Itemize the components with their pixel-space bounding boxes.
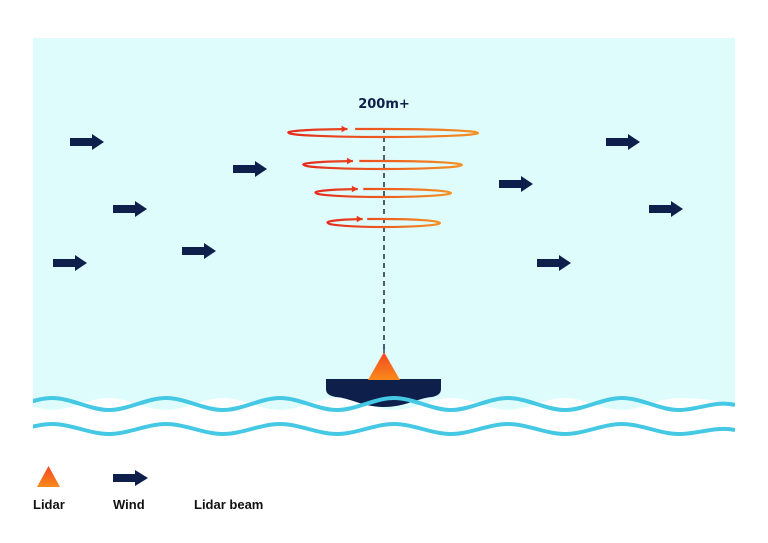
wind-arrow-icon bbox=[606, 134, 640, 150]
wind-arrow-icon bbox=[499, 176, 533, 192]
beam-direction-arrowhead bbox=[356, 215, 363, 223]
wind-arrow-icon bbox=[53, 255, 87, 271]
beam-direction-arrowhead bbox=[346, 157, 353, 165]
wind-arrow-icon bbox=[182, 243, 216, 259]
lidar-beam-rings bbox=[287, 125, 480, 229]
beam-direction-arrowhead bbox=[351, 185, 358, 193]
wave-top bbox=[33, 395, 735, 413]
wave-bottom bbox=[33, 421, 735, 437]
wind-arrow-icon bbox=[70, 134, 104, 150]
legend-label-lidar-beam: Lidar beam bbox=[194, 497, 264, 512]
wind-arrow-icon bbox=[113, 201, 147, 217]
sky-background bbox=[33, 38, 735, 410]
beam-direction-arrowhead bbox=[341, 125, 348, 133]
wind-arrow-icon bbox=[233, 161, 267, 177]
legend-wind-arrow-icon bbox=[113, 470, 148, 486]
height-label: 200m+ bbox=[358, 97, 410, 112]
wind-arrow-icon bbox=[537, 255, 571, 271]
wind-arrows bbox=[53, 134, 683, 271]
legend-lidar-triangle-icon bbox=[37, 466, 60, 487]
legend-label-lidar: Lidar bbox=[33, 497, 65, 512]
lidar-beam-ring bbox=[314, 185, 453, 199]
lidar-device-icon bbox=[368, 352, 400, 380]
wind-arrow-icon bbox=[649, 201, 683, 217]
legend-label-wind: Wind bbox=[113, 497, 145, 512]
lidar-beam-ring bbox=[326, 215, 442, 229]
lidar-beam-ring bbox=[287, 125, 480, 139]
lidar-beam-ring bbox=[302, 157, 464, 171]
